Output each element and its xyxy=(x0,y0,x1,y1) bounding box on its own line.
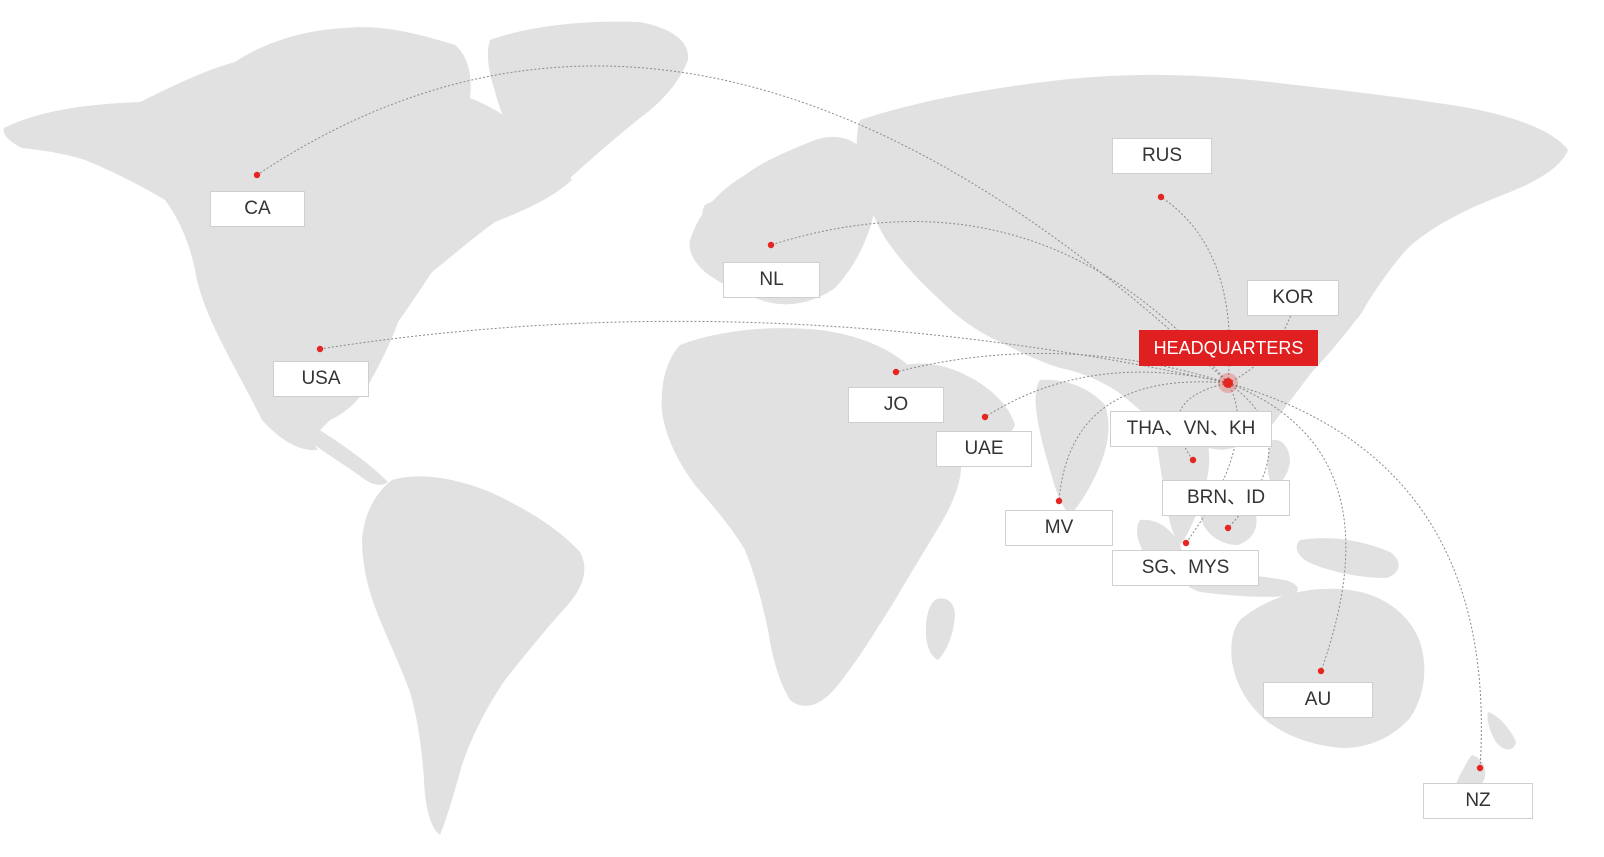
label-rus: RUS xyxy=(1112,138,1212,174)
route-line-uae xyxy=(984,371,1229,418)
marker-nz xyxy=(1476,764,1484,772)
madagascar-landmass xyxy=(925,598,955,660)
route-line-au xyxy=(1227,382,1347,672)
marker-jo xyxy=(892,368,900,376)
marker-au xyxy=(1317,667,1325,675)
label-uae: UAE xyxy=(936,431,1032,467)
route-line-jo xyxy=(895,352,1229,384)
asia-landmass xyxy=(856,74,1568,451)
marker-sg xyxy=(1182,539,1190,547)
headquarters-hub xyxy=(1218,373,1238,393)
philippines-landmass xyxy=(1267,439,1290,485)
route-line-nz xyxy=(1227,382,1482,769)
route-line-tvk xyxy=(1177,382,1229,461)
central-america-landmass xyxy=(299,420,388,485)
route-line-nl xyxy=(770,221,1229,384)
japan-landmass xyxy=(1333,248,1373,321)
label-sg-mys: SG、MYS xyxy=(1112,550,1259,586)
label-mv: MV xyxy=(1005,510,1113,546)
north-america-landmass xyxy=(3,27,572,451)
route-line-usa xyxy=(319,320,1229,384)
marker-tvk xyxy=(1189,456,1197,464)
marker-mv xyxy=(1055,497,1063,505)
marker-ca xyxy=(253,171,261,179)
label-au: AU xyxy=(1263,682,1373,718)
label-kor: KOR xyxy=(1247,280,1339,316)
label-nz: NZ xyxy=(1423,783,1533,819)
new-guinea-landmass xyxy=(1296,538,1399,578)
new-zealand-north-landmass xyxy=(1487,712,1516,750)
uk-landmass xyxy=(702,200,734,246)
marker-uae xyxy=(981,413,989,421)
route-line-mv xyxy=(1058,381,1229,502)
australia-landmass xyxy=(1231,588,1425,748)
marker-usa xyxy=(316,345,324,353)
headquarters-marker xyxy=(1223,378,1233,388)
label-jo: JO xyxy=(848,387,944,423)
marker-brn xyxy=(1224,524,1232,532)
marker-rus xyxy=(1157,193,1165,201)
route-line-rus xyxy=(1160,196,1231,384)
label-brn-id: BRN、ID xyxy=(1162,480,1290,516)
label-nl: NL xyxy=(723,262,820,298)
marker-nl xyxy=(767,241,775,249)
label-tha-vn-kh: THA、VN、KH xyxy=(1110,411,1272,447)
label-usa: USA xyxy=(273,361,369,397)
route-lines xyxy=(256,65,1482,769)
route-line-ca xyxy=(256,65,1229,384)
headquarters-label: HEADQUARTERS xyxy=(1139,330,1318,366)
route-line-sg xyxy=(1185,382,1239,544)
greenland-landmass xyxy=(487,21,689,183)
africa-landmass xyxy=(661,328,962,706)
south-america-landmass xyxy=(362,476,585,835)
label-ca: CA xyxy=(210,191,305,227)
